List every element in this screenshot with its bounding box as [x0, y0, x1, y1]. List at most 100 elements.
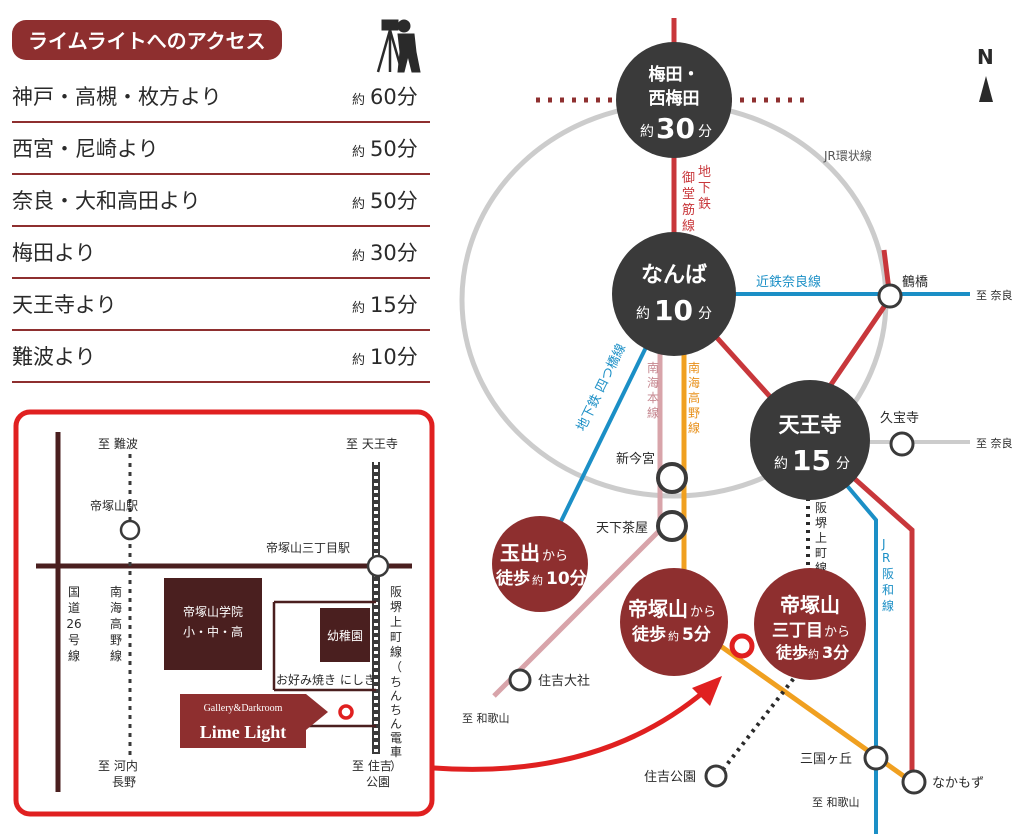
tezukayama-walk-circle — [620, 568, 728, 676]
kubouji-station — [889, 431, 915, 457]
list-item-approx: 約 — [352, 353, 365, 368]
list-item-time: 10分 — [370, 345, 418, 369]
tsuruhashi-station — [877, 283, 903, 309]
map-label: 線 — [68, 648, 80, 663]
map-label: 車 — [390, 745, 402, 759]
map-label: ち — [390, 675, 402, 689]
to-nara2-label: 至 奈良 — [976, 436, 1013, 450]
umeda-name1: 梅田・ — [649, 64, 700, 85]
umeda-approx: 約 — [640, 124, 654, 140]
map-label: 海 — [110, 600, 122, 615]
jr-loop-label: JR環状線 — [823, 148, 872, 163]
map-label: から — [542, 549, 568, 564]
map-label: 線 — [882, 598, 894, 613]
tezukayama3-station-icon — [366, 554, 390, 578]
list-item-time: 50分 — [370, 189, 418, 213]
sumiyoshi-taisha-station — [508, 668, 532, 692]
limelight-marker — [729, 633, 755, 659]
to-tennoji-label: 至 天王寺 — [346, 437, 398, 451]
map-label: 約 — [532, 573, 543, 587]
to-wakayama2-label: 至 和歌山 — [812, 795, 860, 809]
list-item-time: 15分 — [370, 293, 418, 317]
map-label: 小・中・高 — [183, 624, 243, 639]
access-list: 神戸・高槻・枚方より 約 60分 西宮・尼崎より 約 50分 奈良・大和高田より… — [12, 85, 430, 383]
list-item-approx: 約 — [352, 145, 365, 160]
map-label: ん — [390, 689, 402, 703]
nakamozu-label: なかもず — [932, 776, 984, 791]
tennoji-unit: 分 — [836, 456, 850, 472]
map-label: 26 — [66, 617, 81, 631]
nankai-koya-local-label: 南 海 高 野 線 — [110, 584, 122, 663]
map-label: Gallery&Darkroom — [204, 703, 283, 714]
okonomiyaki-label: お好み焼き にしき — [276, 673, 376, 687]
map-label: 筋 — [682, 202, 695, 218]
list-item-from: 天王寺より — [12, 293, 117, 317]
map-label: 徒歩 — [775, 643, 808, 662]
map-label: 帝塚山学院 — [183, 604, 243, 619]
map-label: R — [882, 551, 890, 565]
list-item-time: 50分 — [370, 137, 418, 161]
map-label: 帝塚山 — [780, 593, 840, 617]
namba-time: 10 — [654, 294, 693, 327]
header-title: ライムライトへのアクセス — [28, 29, 266, 53]
map-label: 堂 — [682, 187, 695, 202]
map-label: 3分 — [822, 643, 849, 662]
map-label: 南 — [688, 360, 700, 375]
namba-name: なんば — [641, 263, 707, 288]
arrow-head-icon — [692, 676, 722, 706]
map-label: 10分 — [546, 569, 587, 589]
map-label: 町 — [815, 546, 827, 560]
mikunigaoka-label: 三国ヶ丘 — [800, 752, 852, 767]
map-label: 線 — [647, 405, 659, 420]
namba-unit: 分 — [698, 306, 712, 322]
list-item-approx: 約 — [352, 301, 365, 316]
header-badge — [12, 20, 282, 60]
map-label: 海 — [688, 375, 700, 390]
map-label: 野 — [688, 406, 700, 420]
map-label: 至 住吉 — [352, 759, 392, 773]
umeda-unit: 分 — [698, 124, 712, 140]
tamade-walk-circle — [492, 516, 588, 612]
tezukayama-station-icon — [119, 519, 141, 541]
midosuji-label: 御 堂 筋 線 地 下 鉄 — [682, 165, 711, 234]
hankai-label: 阪 堺 上 町 線 — [815, 501, 827, 575]
umeda-station — [616, 42, 732, 158]
tennoji-name: 天王寺 — [779, 413, 842, 437]
umeda-name2: 西梅田 — [649, 88, 700, 109]
map-label: 野 — [110, 633, 122, 647]
list-item-from: 西宮・尼崎より — [12, 137, 159, 161]
sumiyoshi-koen-label: 住吉公園 — [644, 770, 696, 785]
map-label: 帝塚山 — [628, 597, 688, 621]
map-label: から — [690, 605, 716, 620]
map-label: 海 — [647, 375, 659, 390]
map-label: ち — [390, 703, 402, 717]
map-label: （ — [390, 660, 402, 674]
sumiyoshi-koen-station — [704, 764, 728, 788]
list-item-approx: 約 — [352, 249, 365, 264]
kubouji-label: 久宝寺 — [880, 411, 919, 426]
route26-label: 国 道 26 号 線 — [66, 585, 81, 663]
limelight-badge — [180, 694, 328, 748]
map-label: 高 — [688, 390, 700, 405]
map-label: 下 — [698, 181, 711, 196]
map-label: 道 — [68, 601, 80, 615]
map-label: 線 — [390, 644, 402, 659]
map-label: 線 — [688, 420, 700, 435]
list-item-time: 60分 — [370, 85, 418, 109]
map-label: 地 — [698, 165, 711, 180]
namba-approx: 約 — [636, 306, 650, 322]
tennoji-approx: 約 — [774, 456, 788, 472]
map-label: 線 — [110, 648, 122, 663]
kindergarten-building — [320, 608, 370, 662]
map-label: 阪 — [882, 567, 894, 581]
tengachaya-station — [656, 510, 688, 542]
map-label: 号 — [68, 633, 80, 647]
map-label: Lime Light — [200, 722, 287, 742]
map-label: 長野 — [112, 775, 136, 789]
school-building — [164, 578, 262, 670]
map-label: 和 — [882, 583, 894, 597]
yotsubashi-label: 地下鉄 四つ橋線 — [573, 341, 629, 434]
tengachaya-label: 天下茶屋 — [596, 520, 648, 536]
shin-imamiya-label: 新今宮 — [616, 451, 655, 467]
